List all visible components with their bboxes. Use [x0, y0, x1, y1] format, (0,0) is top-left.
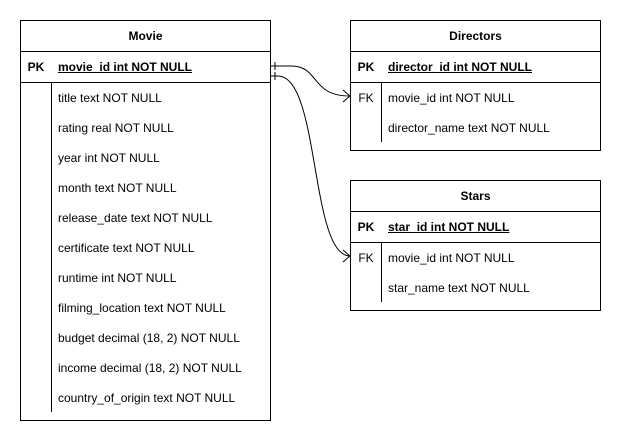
field-row: filming_location text NOT NULL [21, 293, 270, 323]
entity-stars[interactable]: Stars PK star_id int NOT NULL FK movie_i… [350, 180, 601, 311]
entity-movie-pk-row: PK movie_id int NOT NULL [21, 52, 270, 83]
pk-label: PK [357, 60, 375, 74]
key-column-divider [51, 82, 52, 412]
filming-location-field: filming_location text NOT NULL [58, 301, 226, 315]
movie-id-field: movie_id int NOT NULL [58, 60, 193, 74]
field-row: title text NOT NULL [21, 83, 270, 113]
runtime-field: runtime int NOT NULL [58, 271, 177, 285]
star-id-field: star_id int NOT NULL [388, 220, 510, 234]
fk-label: FK [358, 91, 374, 105]
pk-label: PK [357, 220, 375, 234]
field-row: star_name text NOT NULL [351, 273, 600, 303]
entity-stars-pk-row: PK star_id int NOT NULL [351, 212, 600, 243]
stars-movie-id-field: movie_id int NOT NULL [388, 251, 515, 265]
pk-label: PK [27, 60, 45, 74]
star-name-field: star_name text NOT NULL [388, 281, 530, 295]
entity-directors-title: Directors [351, 21, 600, 52]
field-row: FK movie_id int NOT NULL [351, 243, 600, 273]
country-of-origin-field: country_of_origin text NOT NULL [58, 391, 236, 405]
relationship-movie-stars [271, 75, 351, 257]
field-row: country_of_origin text NOT NULL [21, 383, 270, 413]
director-name-field: director_name text NOT NULL [388, 121, 550, 135]
director-id-field: director_id int NOT NULL [388, 60, 532, 74]
field-row: runtime int NOT NULL [21, 263, 270, 293]
field-row: rating real NOT NULL [21, 113, 270, 143]
field-row: director_name text NOT NULL [351, 113, 600, 143]
fk-label: FK [358, 251, 374, 265]
relationship-movie-directors [271, 65, 351, 97]
budget-field: budget decimal (18, 2) NOT NULL [58, 331, 240, 345]
field-row: income decimal (18, 2) NOT NULL [21, 353, 270, 383]
directors-movie-id-field: movie_id int NOT NULL [388, 91, 515, 105]
field-row: release_date text NOT NULL [21, 203, 270, 233]
entity-movie-title: Movie [21, 21, 270, 52]
entity-directors[interactable]: Directors PK director_id int NOT NULL FK… [350, 20, 601, 151]
entity-directors-pk-row: PK director_id int NOT NULL [351, 52, 600, 83]
key-column-divider [381, 82, 382, 142]
certificate-field: certificate text NOT NULL [58, 241, 195, 255]
key-column-divider [381, 242, 382, 302]
field-row: year int NOT NULL [21, 143, 270, 173]
field-row: budget decimal (18, 2) NOT NULL [21, 323, 270, 353]
rating-field: rating real NOT NULL [58, 121, 174, 135]
field-row: certificate text NOT NULL [21, 233, 270, 263]
many-marker [342, 249, 351, 263]
year-field: year int NOT NULL [58, 151, 160, 165]
release-date-field: release_date text NOT NULL [58, 211, 213, 225]
income-field: income decimal (18, 2) NOT NULL [58, 361, 242, 375]
field-row: FK movie_id int NOT NULL [351, 83, 600, 113]
many-marker [342, 89, 351, 103]
entity-movie[interactable]: Movie PK movie_id int NOT NULL title tex… [20, 20, 271, 421]
month-field: month text NOT NULL [58, 181, 177, 195]
title-field: title text NOT NULL [58, 91, 162, 105]
field-row: month text NOT NULL [21, 173, 270, 203]
entity-stars-title: Stars [351, 181, 600, 212]
